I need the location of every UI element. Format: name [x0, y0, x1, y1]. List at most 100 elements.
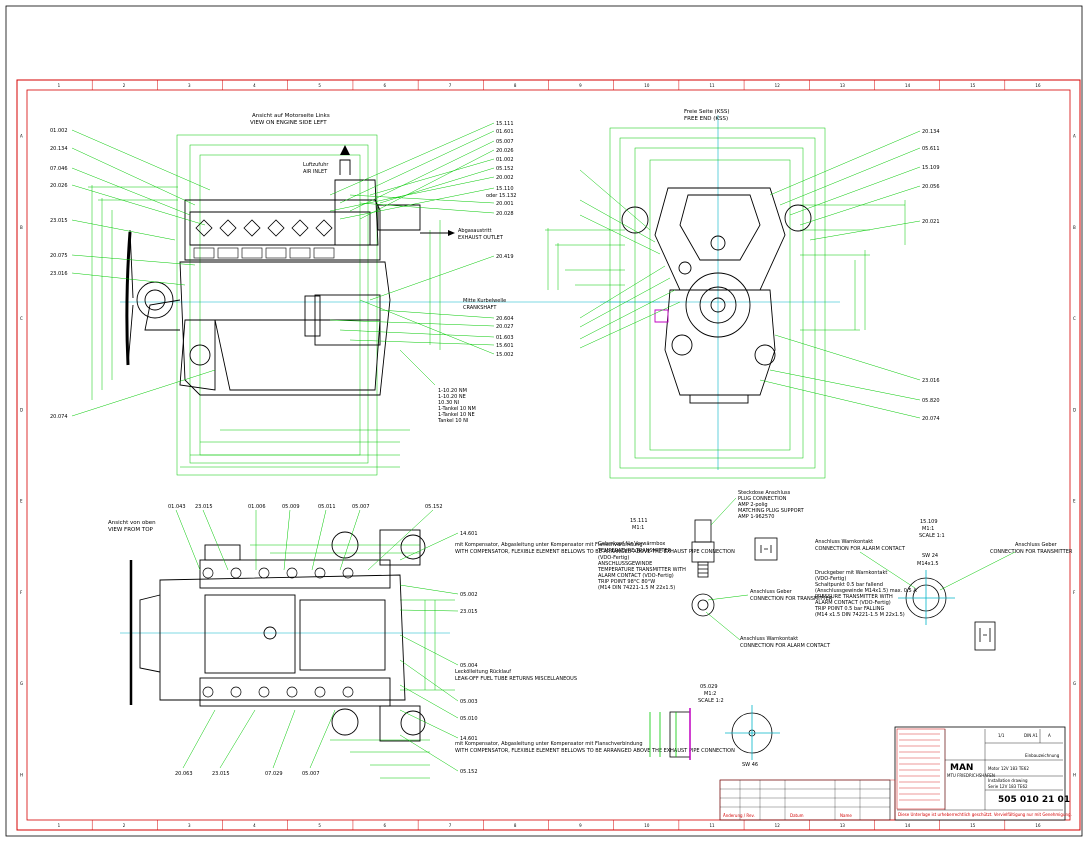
- frame-left-letter: F: [20, 590, 23, 595]
- d1-plug-body: [694, 519, 712, 543]
- frame-bottom-number: 5: [318, 823, 321, 828]
- top-cylinder-cap-upper: [230, 567, 242, 579]
- top-cylinder-cap-lower: [258, 686, 270, 698]
- fe-left-leader: [579, 265, 666, 319]
- fe-callout-label: 20.134: [922, 129, 940, 135]
- fe-callout-label: 23.016: [922, 378, 940, 384]
- top-cylinder-cap-lower: [202, 686, 214, 698]
- frame-zone-ticks: 1122334455667788991010111112121313141415…: [20, 80, 1076, 830]
- tb-revision: A: [1048, 733, 1051, 738]
- d1-connector-symbol: [760, 545, 772, 553]
- fe-pump-left: [671, 334, 693, 356]
- d2-connector-box: [974, 621, 996, 651]
- frame-top-number: 16: [1035, 83, 1041, 88]
- tb-red-text-lines: [899, 733, 940, 801]
- callout-label-right: 05.007: [496, 139, 514, 145]
- d1-connector-box: [754, 537, 778, 561]
- tb-sheet: 1/1: [998, 733, 1005, 738]
- top-callout-label-right: 05.002: [460, 592, 478, 598]
- d1-leader-2: [707, 594, 749, 601]
- d1-plug-line: AMP 1-962570: [738, 514, 774, 520]
- free-end-title-en: FREE END (KSS): [684, 116, 728, 122]
- top-callout-leader-bottom: [219, 709, 256, 769]
- tb-manufacturer: MAN: [950, 763, 973, 773]
- callout-leader-right: [369, 158, 495, 196]
- free-end-engine-outline: [621, 187, 812, 404]
- top-callout-label-right: 05.004: [460, 663, 478, 669]
- d2-line: Druckgeber mit Warnkontakt: [815, 570, 887, 576]
- frame-right-letter: B: [1073, 225, 1076, 230]
- rev-name-label: Name: [840, 813, 852, 818]
- callout-label-right: 05.152: [496, 166, 514, 172]
- side-dim-box-2: [189, 144, 369, 464]
- top-view-dimension-lines: [250, 544, 455, 779]
- fe-callout-leader: [774, 334, 921, 381]
- frame-top-number: 10: [644, 83, 650, 88]
- side-view-title-de: Ansicht auf Motorseite Links: [252, 113, 330, 119]
- d2-line: Schaltpunkt 0.5 bar fallend: [815, 582, 883, 588]
- top-callout-leader-right: [399, 609, 459, 612]
- d1-leaders: [705, 497, 749, 641]
- fe-callout-leader: [779, 147, 921, 206]
- callout-label-left: 23.015: [50, 218, 68, 224]
- frame-bottom-number: 2: [123, 823, 126, 828]
- frame-bottom-number: 11: [709, 823, 715, 828]
- d1-scale: M1:1: [632, 525, 644, 531]
- d1-description-lines: (VDO-Fertig)ANSCHLUSSGEWINDETEMPERATURE …: [597, 555, 686, 591]
- d1-thread: [697, 561, 709, 578]
- side-oil-pan: [214, 319, 381, 391]
- air-inlet-arrow: [340, 145, 350, 155]
- d2-leader-alarm: [859, 551, 916, 589]
- callout-label-right: 01.601: [496, 129, 514, 135]
- fe-callout-label: 05.611: [922, 146, 940, 152]
- d1-sensor-graphic: [691, 519, 778, 617]
- top-turbo-upper: [331, 531, 359, 559]
- frame-right-letter: D: [1073, 407, 1076, 412]
- d1-heading-en: TEMPERATURE TRANSMITTER: [597, 548, 672, 554]
- top-left-bank: [199, 559, 391, 589]
- tb-grid: [897, 729, 1063, 811]
- top-center-manifold: [204, 594, 296, 674]
- fe-damper: [685, 272, 751, 338]
- side-left-view: Ansicht auf Motorseite Links VIEW ON ENG…: [50, 113, 516, 476]
- top-callout-leader-top: [339, 509, 361, 571]
- callout-leader-right: [349, 194, 495, 204]
- fe-left-leader: [579, 169, 651, 231]
- fe-left-leader: [579, 214, 661, 255]
- fe-callout-leader: [809, 220, 921, 241]
- frame-bottom-number: 16: [1035, 823, 1041, 828]
- callout-leader-right: [349, 140, 495, 212]
- top-view-title-en: VIEW FROM TOP: [108, 527, 154, 533]
- fe-v-block: [654, 187, 786, 291]
- top-cylinder-cap-upper: [286, 567, 298, 579]
- tb-title-de: Motor 12V 183 TE62: [988, 766, 1029, 771]
- top-callout-label-right: 23.015: [460, 609, 478, 615]
- d3-graphic: [649, 705, 780, 760]
- top-cylinder-cap-lower: [286, 686, 298, 698]
- frame-top-number: 4: [253, 83, 256, 88]
- top-callout-leader-top: [175, 509, 201, 571]
- top-front-box: [204, 544, 241, 561]
- top-note-exhaust-lower-en: WITH COMPENSATOR, FLEXIBLE ELEMENT BELLO…: [455, 748, 735, 754]
- side-view-dimension-lines: [88, 134, 441, 476]
- side-engine-outline: [125, 159, 421, 396]
- d3-number: 05.029: [700, 684, 718, 690]
- callout-leader-left: [71, 167, 191, 216]
- side-pulley-inner: [144, 289, 166, 311]
- top-callout-leader-right: [399, 734, 459, 772]
- callout-label-right: 15.002: [496, 352, 514, 358]
- side-pump: [189, 344, 211, 366]
- tb-copyright: Diese Unterlage ist urheberrechtlich ges…: [898, 812, 1072, 817]
- frame-left-letter: H: [20, 772, 23, 777]
- side-intercooler: [314, 294, 381, 346]
- callout-label-right: 20.028: [496, 211, 514, 217]
- frame-left-letter: A: [20, 134, 23, 139]
- top-note-leakoff-de: Leckölleitung Rücklauf: [455, 669, 511, 675]
- exhaust-label-de: Abgasaustritt: [458, 228, 492, 234]
- d2-alarm-en: CONNECTION FOR ALARM CONTACT: [815, 546, 906, 552]
- callout-leader-right: [329, 122, 495, 196]
- side-fan-hub: [125, 231, 132, 366]
- frame-left-letter: C: [20, 316, 23, 321]
- callout-label-right: 01.002: [496, 157, 514, 163]
